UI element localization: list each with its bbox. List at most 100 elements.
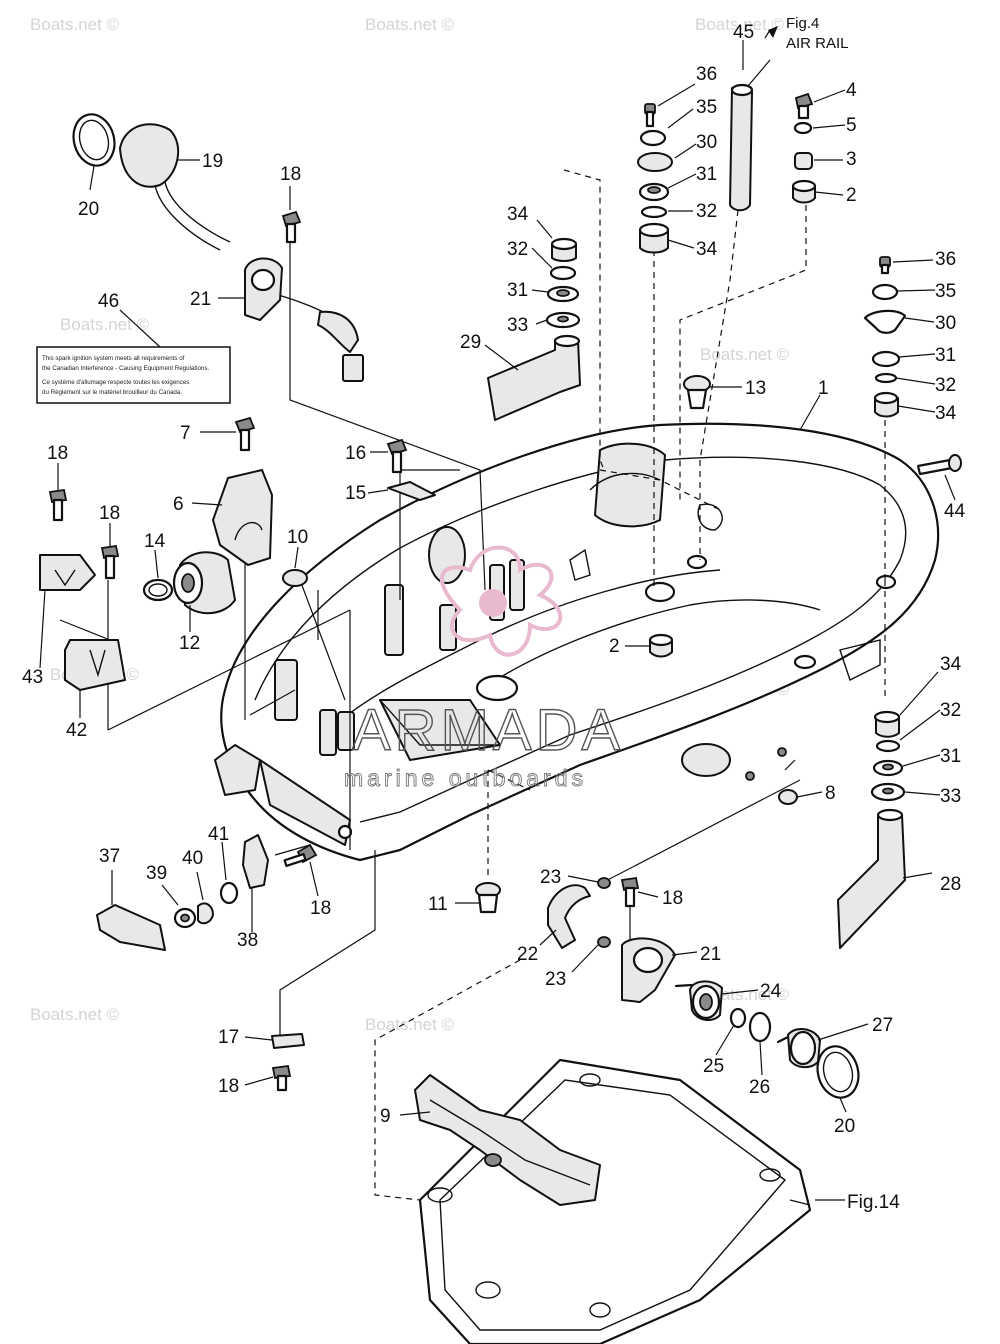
stack-right-low — [870, 710, 906, 802]
part-6-cover — [212, 469, 273, 566]
callout-36: 36 — [696, 64, 717, 85]
callout-34: 34 — [935, 403, 957, 424]
callout-4: 4 — [846, 80, 857, 101]
callout-31: 31 — [696, 164, 717, 185]
part-24-grommet — [674, 980, 723, 1022]
callout-32: 32 — [935, 375, 956, 396]
part-42-bracket — [64, 639, 126, 691]
screws-18 — [48, 210, 640, 1092]
callout-labels: Fig.4 AIR RAIL Fig.14 45 36 35 30 31 32 … — [22, 15, 966, 1213]
part-15-clip — [387, 481, 436, 501]
callout-46: 46 — [98, 291, 119, 312]
watermark-site: Boats.net © — [365, 15, 455, 34]
callout-8: 8 — [825, 783, 836, 804]
callout-34: 34 — [940, 654, 962, 675]
callout-22: 22 — [517, 944, 538, 965]
leader-lines — [59, 29, 886, 1201]
part-45-hose — [729, 83, 754, 212]
callout-36: 36 — [935, 249, 956, 270]
part-20-ring-lower — [816, 1045, 860, 1099]
callout-29: 29 — [460, 332, 481, 353]
brand-name: ARMADA — [352, 698, 624, 763]
callout-23: 23 — [540, 867, 561, 888]
callout-43: 43 — [22, 667, 43, 688]
callout-12: 12 — [179, 633, 200, 654]
callout-14: 14 — [144, 531, 166, 552]
callout-37: 37 — [99, 846, 120, 867]
sticker-line: This spark ignition system meets all req… — [42, 355, 185, 362]
callout-31: 31 — [940, 746, 961, 767]
callout-33: 33 — [940, 786, 961, 807]
arrow-icon — [768, 26, 778, 38]
callout-16: 16 — [345, 443, 366, 464]
callout-30: 30 — [935, 313, 956, 334]
callout-34: 34 — [696, 239, 718, 260]
watermark-site: Boats.net © — [30, 1005, 120, 1024]
stack-right-top — [791, 92, 817, 204]
watermark-site: Boats.net © — [695, 15, 785, 34]
part-26-ring — [748, 1011, 772, 1043]
part-43-bracket — [39, 554, 96, 591]
part-27-cap — [776, 1028, 821, 1068]
callout-20: 20 — [78, 199, 99, 220]
callout-35: 35 — [935, 281, 956, 302]
callout-3: 3 — [846, 149, 857, 170]
watermark-site: Boats.net © — [365, 1015, 455, 1034]
callout-27: 27 — [872, 1015, 893, 1036]
callout-33: 33 — [507, 315, 528, 336]
callout-31: 31 — [507, 280, 528, 301]
callout-25: 25 — [703, 1056, 724, 1077]
callout-18: 18 — [310, 898, 331, 919]
bolts-7-16 — [234, 416, 408, 474]
callout-7: 7 — [180, 423, 191, 444]
part-13-plug — [683, 375, 711, 410]
callout-15: 15 — [345, 483, 366, 504]
callout-18: 18 — [47, 443, 68, 464]
part-11-plug — [475, 882, 501, 914]
sticker-line: du Règlement sur le matériel brouilleur … — [42, 389, 182, 396]
callout-45: 45 — [733, 22, 754, 43]
callout-34: 34 — [507, 204, 529, 225]
part-29-grip — [487, 334, 581, 421]
callout-10: 10 — [287, 527, 308, 548]
callout-leaders — [39, 40, 956, 1201]
stack-right-mid — [863, 256, 907, 418]
stack-left-center — [545, 237, 581, 329]
callout-42: 42 — [66, 720, 87, 741]
callout-18: 18 — [662, 888, 683, 909]
callout-24: 24 — [760, 981, 782, 1002]
callout-6: 6 — [173, 494, 184, 515]
part-12-grommet — [172, 551, 236, 615]
parts-37-41 — [96, 834, 269, 951]
callout-11: 11 — [428, 894, 448, 915]
part-19-grommet — [72, 113, 364, 382]
watermark-site: Boats.net © — [60, 315, 150, 334]
callout-2: 2 — [846, 185, 857, 206]
watermark-site: Boats.net © — [700, 345, 790, 364]
sticker-line: Ce système d'allumage respecte toutes le… — [42, 379, 189, 386]
brand-tagline: marine outboards — [344, 765, 587, 791]
stack-upper-center — [637, 103, 673, 254]
callout-30: 30 — [696, 132, 717, 153]
callout-32: 32 — [940, 700, 961, 721]
sticker-line: the Canadian Interference - Causing Equi… — [42, 365, 209, 372]
sticker-46: This spark ignition system meets all req… — [36, 346, 231, 404]
callout-13: 13 — [745, 378, 766, 399]
part-9-bracket — [414, 1074, 601, 1206]
part-10-grommet — [282, 569, 308, 587]
callout-20: 20 — [834, 1116, 855, 1137]
callout-26: 26 — [749, 1077, 770, 1098]
part-2-lower — [648, 633, 674, 658]
callout-31: 31 — [935, 345, 956, 366]
part-22-hose — [547, 877, 611, 949]
callout-23: 23 — [545, 969, 566, 990]
callout-5: 5 — [846, 115, 857, 136]
callout-18: 18 — [99, 503, 120, 524]
callout-44: 44 — [944, 501, 966, 522]
brand-watermark: ARMADA marine outboards — [344, 545, 624, 791]
callout-9: 9 — [380, 1106, 391, 1127]
part-17-clip — [271, 1033, 305, 1049]
callout-28: 28 — [940, 874, 961, 895]
callout-18: 18 — [218, 1076, 239, 1097]
part-28-grip — [837, 808, 906, 949]
